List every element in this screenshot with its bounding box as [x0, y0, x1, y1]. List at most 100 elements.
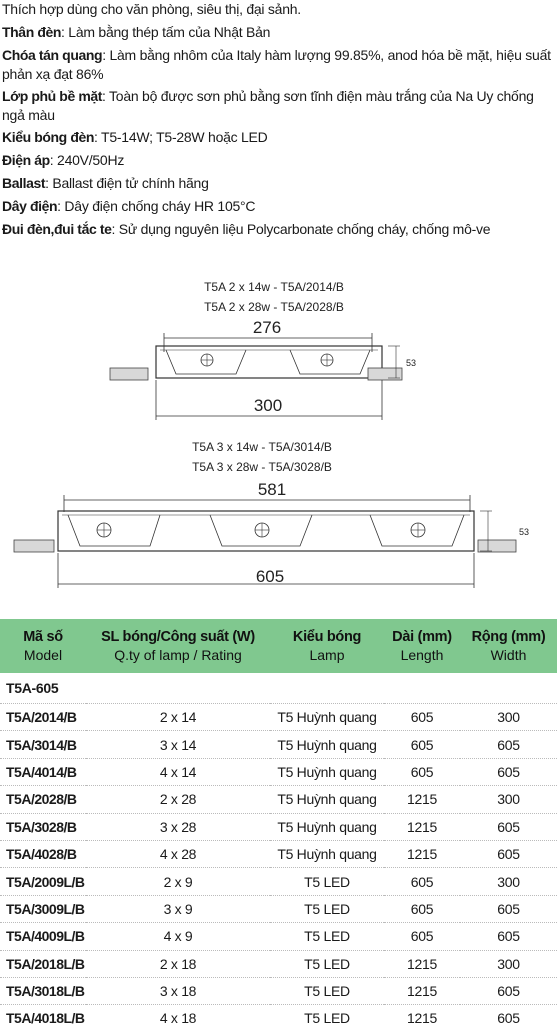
cell-model: T5A/3028/B	[0, 812, 86, 841]
cell-model: T5A/3018L/B	[0, 976, 86, 1005]
spec-list: Thích hợp dùng cho văn phòng, siêu thị, …	[2, 0, 555, 243]
cell-lamp: T5 Huỳnh quang	[270, 702, 384, 731]
cross-section-drawing-2-lamp: T5A 2 x 14w - T5A/2014/B T5A 2 x 28w - T…	[109, 280, 416, 420]
dimension-outer-width: 605	[256, 567, 284, 586]
spec-line: Thích hợp dùng cho văn phòng, siêu thị, …	[2, 0, 555, 23]
header-qty: SL bóng/Công suất (W)Q.ty of lamp / Rati…	[86, 619, 270, 673]
cell-lamp: T5 LED	[270, 894, 384, 923]
cell-length: 1215	[384, 976, 460, 1005]
cell-lamp: T5 LED	[270, 949, 384, 978]
cell-width: 605	[460, 976, 557, 1005]
spec-text: Thích hợp dùng cho văn phòng, siêu thị, …	[2, 1, 301, 17]
spec-text: : 240V/50Hz	[49, 152, 125, 168]
spec-text: : Dây điện chống cháy HR 105°C	[57, 198, 256, 214]
cell-model: T5A/4009L/B	[0, 922, 86, 951]
cell-lamp: T5 LED	[270, 867, 384, 896]
cell-model: T5A/4014/B	[0, 757, 86, 786]
spec-label: Lớp phủ bề mặt	[2, 88, 103, 104]
dimension-height: 53	[406, 358, 416, 368]
cell-qty: 2 x 18	[86, 949, 270, 978]
cell-qty: 2 x 28	[86, 785, 270, 814]
spec-label: Kiểu bóng đèn	[2, 129, 95, 145]
spec-text: : Làm bằng thép tấm của Nhật Bản	[61, 24, 271, 40]
cell-qty: 2 x 9	[86, 867, 270, 896]
cell-length: 605	[384, 922, 460, 951]
model-line: T5A 2 x 14w - T5A/2014/B	[204, 280, 344, 294]
cell-lamp: T5 LED	[270, 922, 384, 951]
cell-model: T5A/2014/B	[0, 702, 86, 731]
dimension-outer-width: 300	[254, 396, 282, 415]
cross-section-drawing-3-lamp: T5A 3 x 14w - T5A/3014/B T5A 3 x 28w - T…	[13, 440, 529, 588]
cell-qty: 4 x 14	[86, 757, 270, 786]
group-label: T5A-605	[6, 680, 59, 696]
cell-qty: 3 x 14	[86, 730, 270, 759]
cell-model: T5A/4028/B	[0, 839, 86, 868]
cell-width: 605	[460, 922, 557, 951]
model-line: T5A 3 x 28w - T5A/3028/B	[192, 460, 332, 474]
cell-lamp: T5 Huỳnh quang	[270, 730, 384, 759]
cell-length: 605	[384, 730, 460, 759]
cell-width: 605	[460, 1004, 557, 1032]
spec-line: Dây điện: Dây điện chống cháy HR 105°C	[2, 197, 555, 220]
spec-text: : Ballast điện tử chính hãng	[45, 175, 209, 191]
spec-label: Điện áp	[2, 152, 50, 168]
cell-width: 605	[460, 730, 557, 759]
spec-text: : Làm bằng nhôm của Italy hàm lượng 99.8…	[2, 47, 551, 82]
spec-label: Ballast	[2, 175, 46, 191]
cell-qty: 2 x 14	[86, 702, 270, 731]
dimension-height: 53	[519, 527, 529, 537]
cell-width: 605	[460, 812, 557, 841]
cell-width: 605	[460, 894, 557, 923]
dimension-inner-width: 276	[253, 318, 281, 337]
cell-length: 1215	[384, 949, 460, 978]
cell-qty: 4 x 28	[86, 839, 270, 868]
spec-line: Chóa tán quang: Làm bằng nhôm của Italy …	[2, 46, 555, 84]
cell-qty: 3 x 18	[86, 976, 270, 1005]
cell-qty: 4 x 9	[86, 922, 270, 951]
spec-label: Chóa tán quang	[2, 47, 103, 63]
cell-length: 1215	[384, 785, 460, 814]
cell-lamp: T5 Huỳnh quang	[270, 757, 384, 786]
cell-qty: 4 x 18	[86, 1004, 270, 1032]
diagram-2-lamp: T5A 2 x 14w - T5A/2014/B T5A 2 x 28w - T…	[0, 270, 557, 430]
spec-text: : Sử dụng nguyên liệu Polycarbonate chốn…	[111, 221, 491, 237]
cell-length: 605	[384, 757, 460, 786]
cell-model: T5A/2009L/B	[0, 867, 86, 896]
cell-length: 1215	[384, 812, 460, 841]
cell-length: 605	[384, 894, 460, 923]
cell-lamp: T5 Huỳnh quang	[270, 839, 384, 868]
model-line: T5A 2 x 28w - T5A/2028/B	[204, 300, 344, 314]
cell-width: 605	[460, 757, 557, 786]
cell-model: T5A/3014/B	[0, 730, 86, 759]
cell-model: T5A/2028/B	[0, 785, 86, 814]
spec-label: Thân đèn	[2, 24, 62, 40]
dimension-inner-width: 581	[258, 480, 286, 499]
cell-length: 605	[384, 702, 460, 731]
spec-line: Kiểu bóng đèn: T5-14W; T5-28W hoặc LED	[2, 128, 555, 151]
cell-length: 1215	[384, 839, 460, 868]
cell-length: 605	[384, 867, 460, 896]
cell-width: 300	[460, 702, 557, 731]
cell-lamp: T5 LED	[270, 1004, 384, 1032]
cell-lamp: T5 Huỳnh quang	[270, 812, 384, 841]
spec-text: : Toàn bộ được sơn phủ bằng sơn tĩnh điệ…	[2, 88, 534, 123]
spec-text: : T5-14W; T5-28W hoặc LED	[94, 129, 268, 145]
cell-model: T5A/2018L/B	[0, 949, 86, 978]
spec-label: Dây điện	[2, 198, 58, 214]
spec-line: Lớp phủ bề mặt: Toàn bộ được sơn phủ bằn…	[2, 87, 555, 125]
cell-width: 300	[460, 867, 557, 896]
spec-line: Đui đèn,đui tắc te: Sử dụng nguyên liệu …	[2, 220, 555, 243]
